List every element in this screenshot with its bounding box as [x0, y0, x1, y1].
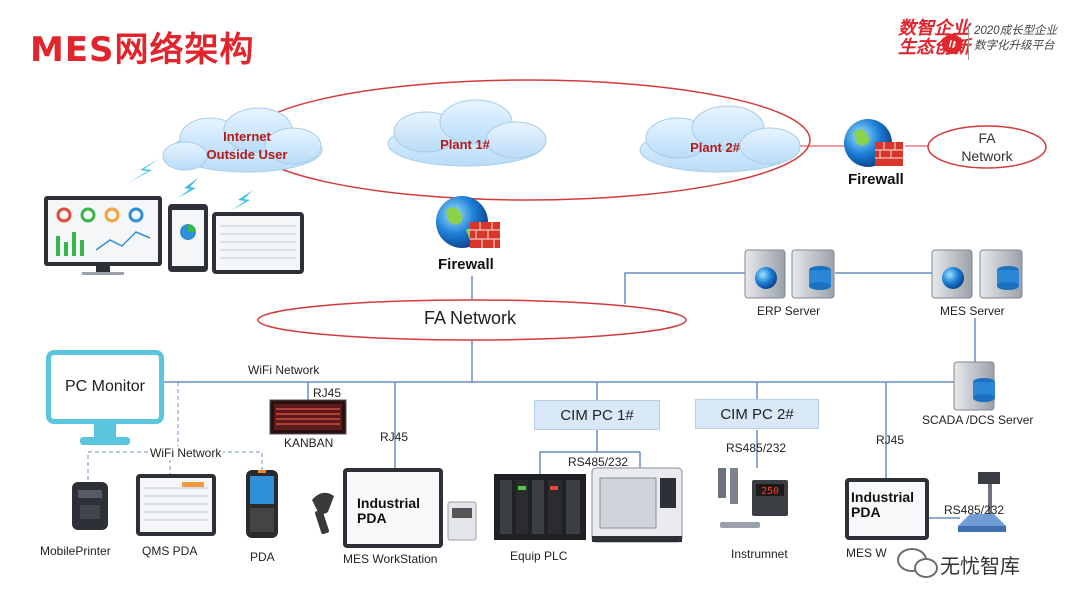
equip-plc-icon [494, 474, 586, 540]
instrument-label: Instrumnet [731, 547, 788, 561]
pda-handheld-icon [246, 470, 278, 538]
dashboard-monitor-icon [44, 196, 162, 275]
firewall-right-icon [844, 119, 903, 167]
label-printer-icon [447, 501, 477, 541]
scada-server-label: SCADA /DCS Server [922, 413, 1034, 427]
instrument-icon: 250 [718, 468, 788, 528]
mobile-printer-label: MobilePrinter [40, 544, 111, 558]
plant2-label: Plant 2# [690, 140, 740, 155]
cnc-machine-icon [591, 467, 683, 543]
brand-line2: 生态创新 [898, 36, 970, 58]
firewall-center-label: Firewall [438, 256, 494, 273]
mobile-printer-icon [72, 482, 108, 530]
brand-logo-icon [942, 34, 962, 54]
mes-workstation-label: MES WorkStation [343, 552, 438, 566]
kanban-label: KANBAN [284, 436, 334, 450]
mes-server-icon [931, 249, 1023, 299]
mes-workstation-display: Industrial PDA [347, 472, 439, 544]
rs485-scale-label: RS485/232 [944, 503, 1005, 517]
fa-network-right-label: FA Network [928, 129, 1046, 165]
brand-tagline-line2: 数字化升级平台 [974, 39, 1055, 52]
mes-workstation-right-screen: Industrial PDA [845, 478, 929, 540]
fa-network-right-line1: FA [978, 130, 996, 146]
wechat-icon [897, 548, 938, 578]
outside-user-label: Outside User [206, 146, 288, 162]
fa-network-right-ellipse [927, 125, 1047, 169]
industrial-pda2-line1: Industrial [851, 489, 915, 505]
pc-monitor-stand [94, 424, 116, 438]
plant2-cloud [639, 105, 801, 173]
industrial-pda2-line2: PDA [851, 504, 881, 521]
industrial-pda-line2: PDA [357, 510, 387, 527]
cim-pc2-label: CIM PC 2# [720, 405, 794, 423]
rj45-kanban-label: RJ45 [313, 386, 342, 400]
industrial-pda-label: Industrial PDA [357, 495, 421, 527]
cim-pc1-box: CIM PC 1# [534, 400, 660, 430]
scada-server-icon [953, 361, 995, 411]
instrument-readout: 250 [761, 486, 779, 497]
mes-workstation-right-display: Industrial PDA [849, 482, 925, 536]
rj45-right-label: RJ45 [876, 433, 905, 447]
pda-label: PDA [250, 550, 275, 564]
firewall-right-label: Firewall [848, 171, 904, 188]
wireless-bolt-3 [232, 190, 253, 210]
link-cim1-plc [539, 430, 598, 474]
internet-label: Internet [223, 129, 271, 144]
link-fanet-erp [624, 272, 745, 304]
fa-network-center-label: FA Network [423, 308, 517, 328]
wifi-network-top-label: WiFi Network [248, 363, 320, 377]
page-title: MES网络架构 [30, 30, 255, 70]
cim-pc1-label: CIM PC 1# [560, 406, 634, 424]
cim-pc2-box: CIM PC 2# [695, 399, 819, 429]
brand-tagline-line1: 2020成长型企业 [974, 25, 1058, 37]
wifi-network-bottom-label: WiFi Network [148, 446, 224, 460]
qms-pda-label: QMS PDA [142, 544, 198, 558]
rs485-cim2-label: RS485/232 [726, 441, 787, 455]
brand-line1: 数智企业 [898, 18, 970, 39]
equip-plc-label: Equip PLC [510, 549, 568, 563]
pc-monitor-base [80, 437, 130, 445]
barcode-scanner-icon [312, 492, 334, 535]
tablet-landscape-icon [212, 212, 304, 274]
wireless-bolt-2 [178, 178, 198, 198]
mes-server-label: MES Server [940, 304, 1005, 318]
wireless-bolt-1 [128, 158, 160, 183]
brand-tagline: 2020成长型企业 数字化升级平台 [974, 24, 1057, 54]
mes-workstation-right-label: MES W [846, 546, 887, 560]
plant1-cloud [387, 99, 547, 167]
internet-cloud [162, 107, 323, 173]
tablet-portrait-icon [168, 204, 208, 272]
firewall-center-icon [436, 196, 500, 248]
pc-monitor-node: PC Monitor [46, 350, 164, 424]
plant1-label: Plant 1# [440, 137, 490, 152]
erp-server-icon [744, 249, 835, 299]
watermark-text: 无忧智库 [940, 554, 1020, 578]
industrial-pda-line1: Industrial [357, 495, 421, 511]
fa-network-right-line2: Network [961, 148, 1013, 165]
qms-pda-icon [136, 474, 216, 536]
industrial-pda2-label: Industrial PDA [851, 489, 915, 521]
brand-slogan: 数智企业 生态创新 [852, 18, 970, 58]
erp-server-label: ERP Server [757, 304, 821, 318]
internet-cloud-label: Internet Outside User [182, 128, 312, 163]
rj45-workstation-label: RJ45 [380, 430, 409, 444]
weighing-scale-icon [958, 472, 1006, 532]
pc-monitor-label: PC Monitor [64, 378, 146, 395]
kanban-board-icon [269, 399, 347, 435]
rs485-cim1-label: RS485/232 [568, 455, 629, 469]
mes-workstation-screen: Industrial PDA [343, 468, 443, 548]
brand-divider [968, 24, 969, 60]
